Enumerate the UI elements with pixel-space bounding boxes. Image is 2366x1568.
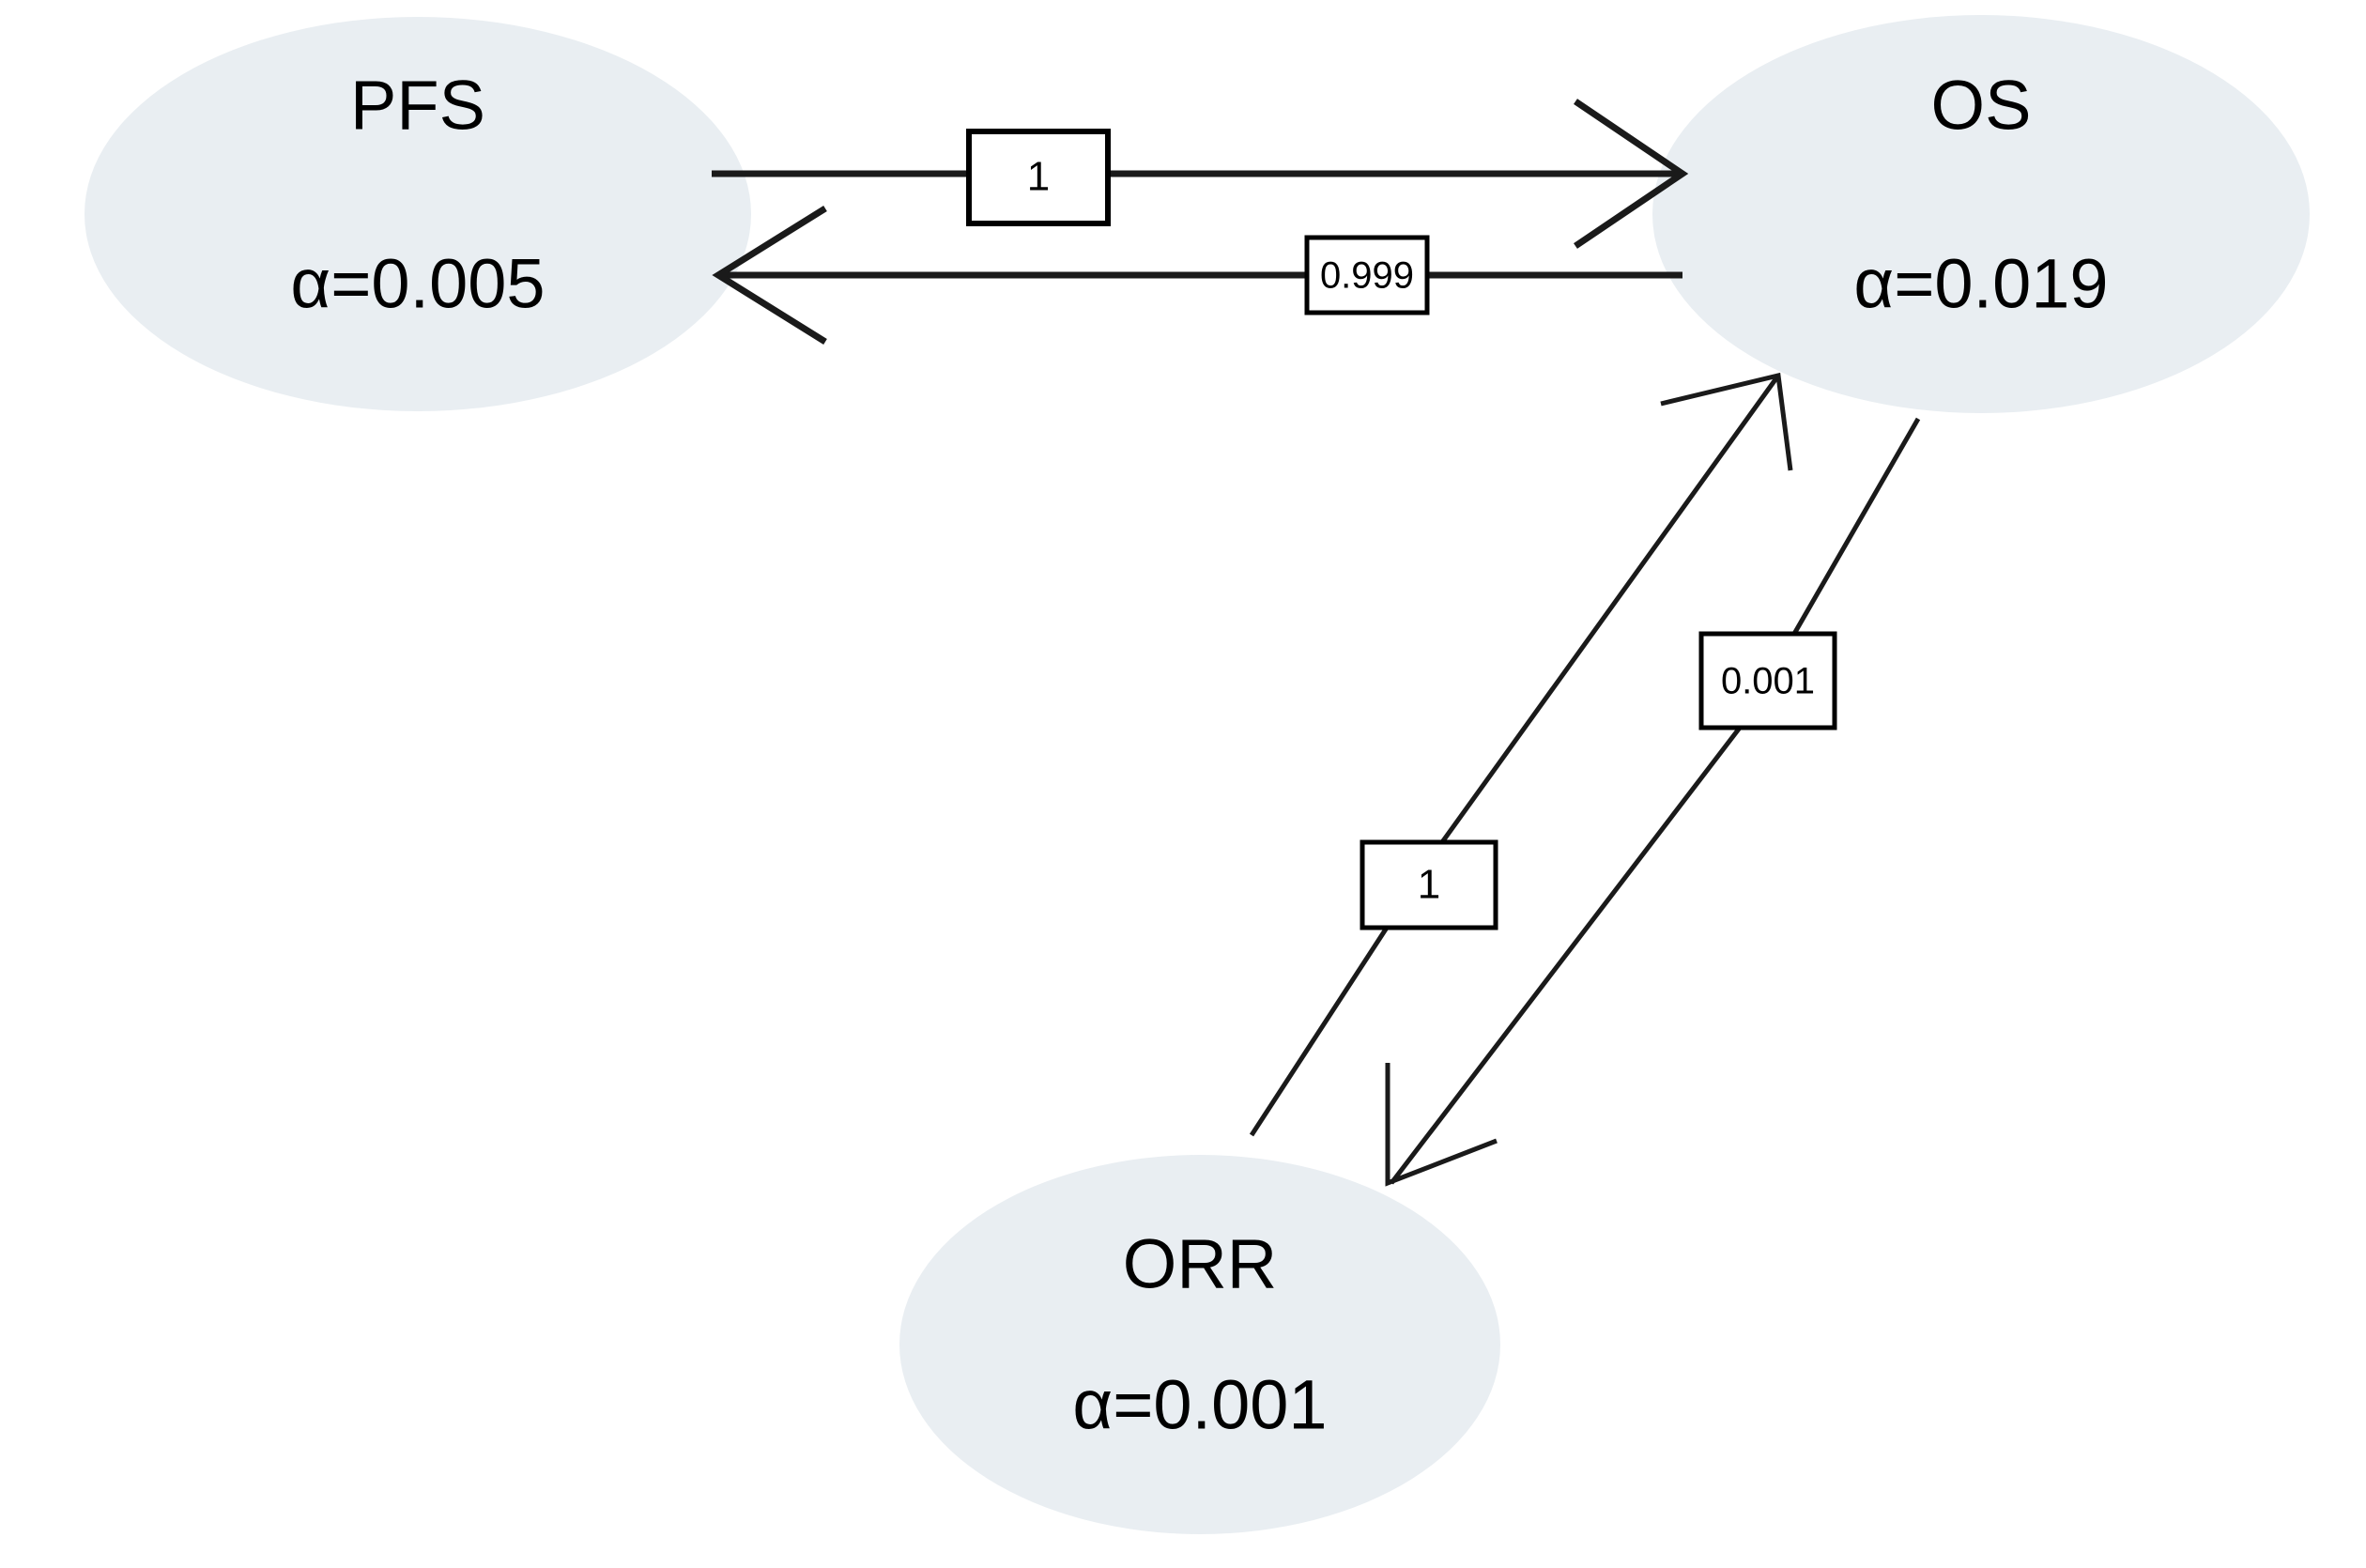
node-orr-ellipse[interactable] [899,1155,1500,1534]
edge-os-to-pfs[interactable]: 0.999 [712,206,1682,345]
edge-os-to-pfs-weight-box[interactable] [1304,235,1430,315]
edge-pfs-to-os-arrowhead [1574,99,1689,249]
node-orr-title: ORR [1123,1225,1277,1303]
node-pfs-alpha: α=0.005 [290,245,545,323]
edge-orr-to-os-arrowhead [1660,372,1793,471]
node-pfs-ellipse[interactable] [84,17,751,411]
edge-os-to-orr-line-lower [1390,726,1742,1185]
edge-os-to-pfs-arrowhead [712,206,827,345]
edge-os-to-orr[interactable]: 0.001 [1385,417,1921,1187]
node-pfs-title: PFS [350,67,485,145]
node-pfs[interactable]: PFS α=0.005 [84,17,751,411]
node-os-alpha: α=0.019 [1853,245,2108,323]
edge-orr-to-os[interactable]: 1 [1249,372,1793,1137]
edge-pfs-to-os-weight-label: 1 [1027,154,1050,200]
edge-orr-to-os-weight-box[interactable] [1360,839,1498,930]
edge-pfs-to-os[interactable]: 1 [712,99,1689,249]
edge-os-to-pfs-weight-label: 0.999 [1320,255,1414,297]
edge-pfs-to-os-weight-box[interactable] [966,129,1111,226]
edge-orr-to-os-weight-label: 1 [1418,862,1440,908]
node-orr-alpha: α=0.001 [1072,1366,1327,1444]
edge-orr-to-os-line-upper [1439,374,1781,844]
edge-os-to-orr-line-upper [1791,417,1921,636]
edge-os-to-orr-weight-box[interactable] [1698,631,1837,730]
node-os-title: OS [1931,67,2032,145]
edge-os-to-orr-weight-label: 0.001 [1721,661,1815,702]
node-os-ellipse[interactable] [1652,15,2310,413]
edge-os-to-orr-arrowhead [1385,1063,1498,1187]
edge-orr-to-os-line-lower [1249,926,1390,1137]
node-orr[interactable]: ORR α=0.001 [899,1155,1500,1534]
node-os[interactable]: OS α=0.019 [1652,15,2310,413]
